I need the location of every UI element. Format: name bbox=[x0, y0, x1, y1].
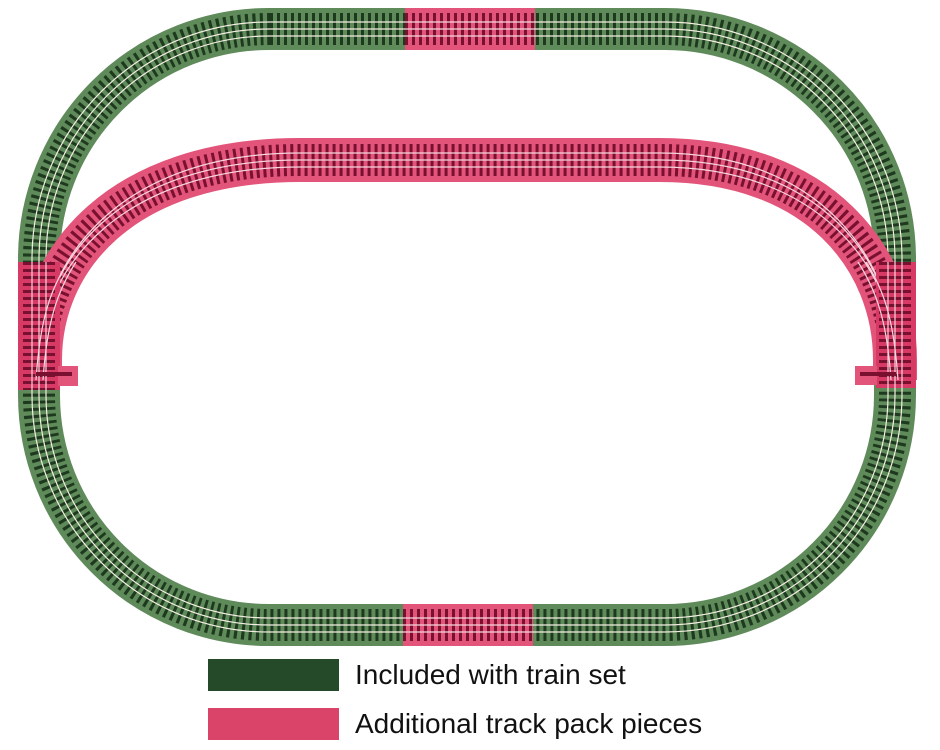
outer-loop-rails bbox=[38, 28, 896, 626]
legend-label-additional: Additional track pack pieces bbox=[355, 708, 703, 739]
legend-item-additional: Additional track pack pieces bbox=[208, 708, 702, 740]
outer-bottom-straight-additional bbox=[403, 604, 533, 646]
left-switch bbox=[18, 261, 78, 390]
outer-loop-ties bbox=[23, 12, 911, 642]
inner-siding-rail-c bbox=[39, 166, 896, 380]
track-layout-diagram bbox=[17, 7, 917, 647]
legend-swatch-included bbox=[208, 659, 339, 691]
right-switch bbox=[855, 261, 916, 388]
outer-loop-rails-2 bbox=[31, 21, 903, 633]
legend-item-included: Included with train set bbox=[208, 659, 626, 691]
outer-top-straight-additional bbox=[405, 8, 535, 50]
outer-loop-band bbox=[18, 7, 916, 647]
inner-siding bbox=[17, 138, 917, 380]
legend-swatch-additional bbox=[208, 708, 339, 740]
legend-label-included: Included with train set bbox=[355, 659, 626, 690]
outer-loop bbox=[18, 7, 916, 647]
outer-loop-rails-3 bbox=[45, 35, 889, 619]
